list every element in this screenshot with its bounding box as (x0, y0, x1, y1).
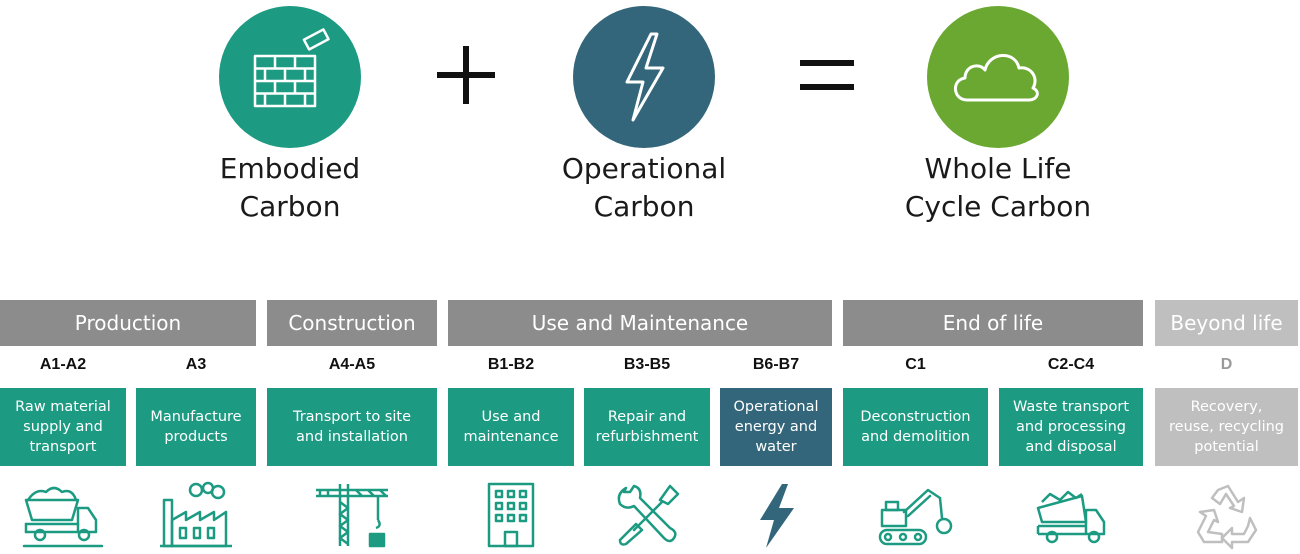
embodied-carbon-label: Embodied Carbon (190, 150, 390, 226)
stage-box-c2-c4: Waste transport and processing and disposa… (999, 388, 1143, 466)
stage-text-line: Deconstruction (860, 409, 971, 425)
embodied-line1: Embodied (219, 152, 361, 185)
stage-code-a3: A3 (185, 356, 207, 373)
stage-box-b6-b7: Operational energy and water (720, 388, 832, 466)
stage-text-line: supply and (23, 419, 103, 435)
cloud-icon (954, 54, 1039, 102)
operational-line1: Operational (561, 152, 727, 185)
stage-text-line: refurbishment (595, 429, 699, 445)
stage-code-c1: C1 (905, 356, 926, 373)
stage-text-line: and processing (1015, 419, 1127, 435)
stage-text-line: and disposal (1025, 439, 1117, 455)
stage-text-line: reuse, recycling (1169, 419, 1284, 435)
stage-text-line: products (164, 429, 228, 445)
waste-truck-icon (1034, 480, 1110, 550)
stage-text-line: potential (1194, 439, 1259, 455)
stage-code-a4-a5: A4-A5 (328, 356, 376, 373)
embodied-carbon-circle (219, 6, 361, 148)
stage-text-line: Operational (733, 399, 819, 415)
stage-box-d: Recovery, reuse, recycling potential (1155, 388, 1298, 466)
stage-box-a1-a2: Raw material supply and transport (0, 388, 126, 466)
stage-code-b6-b7: B6-B7 (752, 356, 800, 373)
lightning-icon (625, 32, 665, 122)
wrench-screwdriver-icon (612, 480, 682, 550)
dump-truck-icon (22, 480, 104, 550)
brick-wall-icon (253, 28, 330, 108)
whole-line1: Whole Life (924, 152, 1072, 185)
phase-production: Production (0, 300, 256, 346)
stage-text-line: and installation (296, 429, 408, 445)
operational-carbon-circle (573, 6, 715, 148)
stage-code-c2-c4: C2-C4 (1047, 356, 1095, 373)
phase-beyond-life: Beyond life (1155, 300, 1298, 346)
whole-line2: Cycle Carbon (904, 190, 1092, 223)
stage-code-a1-a2: A1-A2 (39, 356, 87, 373)
building-icon (483, 480, 539, 550)
phase-construction: Construction (267, 300, 437, 346)
stage-text-line: Repair and (607, 409, 687, 425)
recycle-icon (1192, 480, 1262, 550)
stage-text-line: Transport to site (292, 409, 411, 425)
stage-text-line: Recovery, (1190, 399, 1263, 415)
stage-box-b3-b5: Repair and refurbishment (584, 388, 710, 466)
plus-icon (437, 46, 495, 104)
stage-box-b1-b2: Use and maintenance (448, 388, 574, 466)
stage-code-b1-b2: B1-B2 (487, 356, 535, 373)
operational-carbon-label: Operational Carbon (544, 150, 744, 226)
stage-text-line: energy and (734, 419, 818, 435)
stage-text-line: Waste transport (1012, 399, 1130, 415)
lightning-icon (752, 480, 800, 550)
whole-life-carbon-circle (927, 6, 1069, 148)
operational-line2: Carbon (593, 190, 695, 223)
stage-text-line: and demolition (861, 429, 970, 445)
stage-text-line: maintenance (463, 429, 559, 445)
stage-code-d: D (1220, 356, 1233, 373)
stage-code-b3-b5: B3-B5 (623, 356, 671, 373)
stage-text-line: Manufacture (150, 409, 242, 425)
stage-text-line: transport (29, 439, 97, 455)
stage-text-line: Raw material (15, 399, 111, 415)
phase-use-maintenance: Use and Maintenance (448, 300, 832, 346)
stage-text-line: Use and (481, 409, 541, 425)
stage-box-a3: Manufacture products (136, 388, 256, 466)
stage-box-c1: Deconstruction and demolition (843, 388, 988, 466)
excavator-icon (876, 480, 958, 550)
crane-icon (312, 480, 394, 550)
equals-icon (800, 58, 854, 92)
embodied-line2: Carbon (239, 190, 341, 223)
whole-life-carbon-label: Whole Life Cycle Carbon (878, 150, 1118, 226)
phase-end-of-life: End of life (843, 300, 1143, 346)
stage-box-a4-a5: Transport to site and installation (267, 388, 437, 466)
stage-text-line: water (755, 439, 797, 455)
factory-icon (158, 480, 234, 550)
